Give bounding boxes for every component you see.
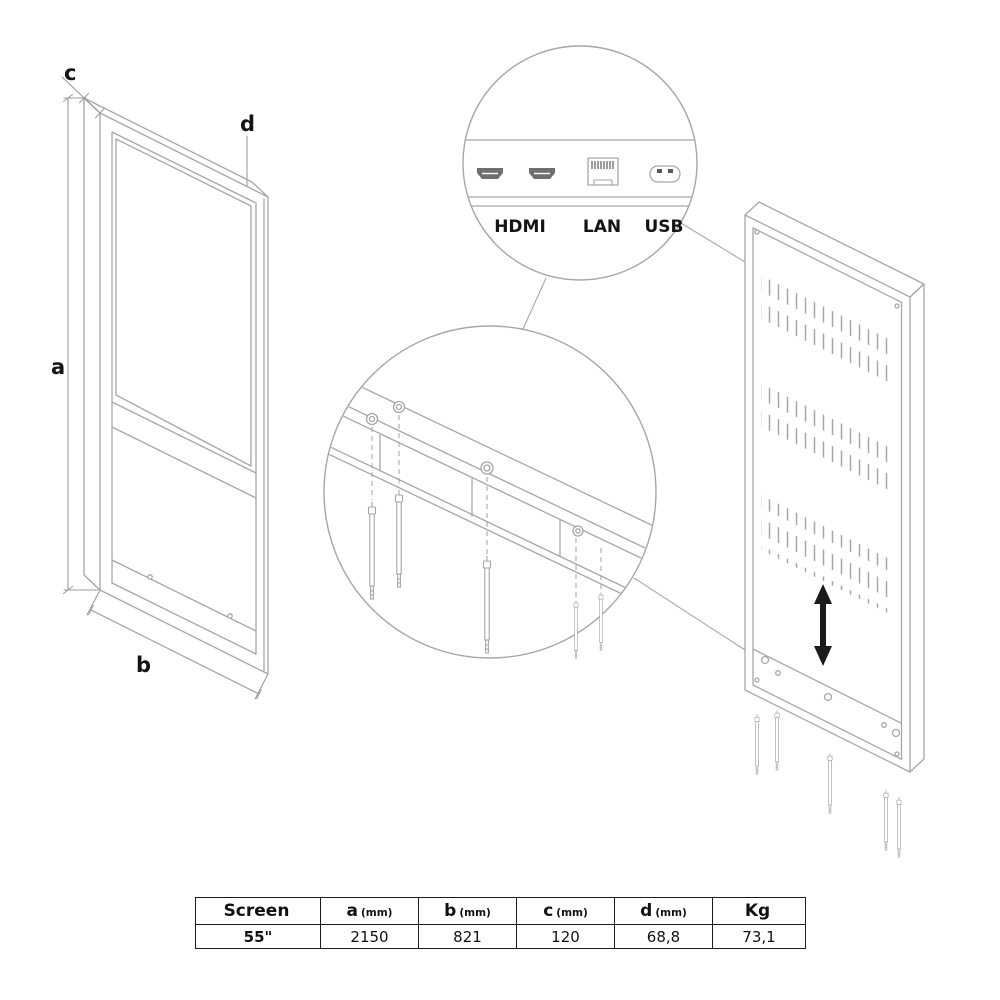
rear-view-drawing bbox=[744, 201, 925, 858]
height-adjust-arrow-icon bbox=[814, 584, 832, 666]
header-c: c(mm) bbox=[516, 897, 615, 925]
header-d: d(mm) bbox=[614, 897, 713, 925]
standoff-pin-icon bbox=[598, 591, 604, 651]
rear-inner-border bbox=[752, 227, 903, 760]
value-b: 821 bbox=[418, 924, 517, 949]
front-inner-bezel bbox=[111, 131, 257, 655]
vent-slots-band-3 bbox=[761, 495, 894, 616]
ports-detail-callout: HDMI LAN USB bbox=[462, 45, 698, 281]
mount-detail-guides bbox=[371, 415, 602, 598]
header-a: a(mm) bbox=[320, 897, 419, 925]
header-b: b(mm) bbox=[418, 897, 517, 925]
dimension-label-a: a bbox=[51, 355, 65, 379]
table-header-row: Screen a(mm) b(mm) c(mm) d(mm) Kg bbox=[195, 897, 806, 925]
standoff-pin-icon bbox=[754, 713, 760, 775]
standoff-pin-icon bbox=[482, 555, 492, 654]
lan-label: LAN bbox=[583, 217, 621, 237]
value-a: 2150 bbox=[320, 924, 419, 949]
front-left-face bbox=[83, 97, 101, 591]
callout-leader-lines bbox=[522, 222, 746, 651]
vent-slots-band-1 bbox=[761, 268, 894, 389]
dimension-label-b: b bbox=[136, 653, 151, 677]
value-c: 120 bbox=[516, 924, 615, 949]
value-screen: 55" bbox=[195, 924, 321, 949]
standoff-pin-icon bbox=[774, 709, 780, 771]
standoff-pin-icon bbox=[573, 599, 579, 659]
hdmi-label: HDMI bbox=[494, 217, 546, 237]
standoff-pin-icon bbox=[883, 789, 889, 851]
hdmi-port-icon-2 bbox=[529, 168, 555, 179]
ports-callout-circle bbox=[462, 45, 698, 281]
dimension-annotations bbox=[61, 76, 269, 700]
dimension-label-d: d bbox=[240, 112, 255, 136]
front-view-drawing bbox=[83, 97, 269, 675]
mount-detail-callout bbox=[323, 325, 657, 659]
standoff-pin-icon bbox=[394, 489, 404, 588]
hdmi-port-icon bbox=[477, 168, 503, 179]
value-kg: 73,1 bbox=[712, 924, 806, 949]
header-screen: Screen bbox=[195, 897, 321, 925]
usb-label: USB bbox=[644, 217, 683, 237]
header-kg: Kg bbox=[712, 897, 806, 925]
table-value-row: 55" 2150 821 120 68,8 73,1 bbox=[195, 924, 806, 949]
mount-callout-circle bbox=[323, 325, 657, 659]
standoff-pin-icon bbox=[827, 752, 833, 814]
rear-right-face bbox=[909, 283, 925, 773]
vent-slots-band-2 bbox=[761, 381, 894, 502]
screen-area bbox=[115, 138, 252, 467]
standoff-pin-icon bbox=[367, 501, 377, 600]
dimension-table: Screen a(mm) b(mm) c(mm) d(mm) Kg 55" 21… bbox=[195, 897, 806, 949]
mount-detail-linework bbox=[325, 371, 655, 614]
lan-port-icon bbox=[587, 157, 619, 186]
rear-outer-face bbox=[744, 214, 911, 773]
standoff-pin-icon bbox=[896, 796, 902, 858]
usb-port-icon bbox=[649, 165, 681, 183]
value-d: 68,8 bbox=[614, 924, 713, 949]
dimension-label-c: c bbox=[64, 61, 76, 85]
rear-standoff-pins bbox=[754, 709, 902, 858]
